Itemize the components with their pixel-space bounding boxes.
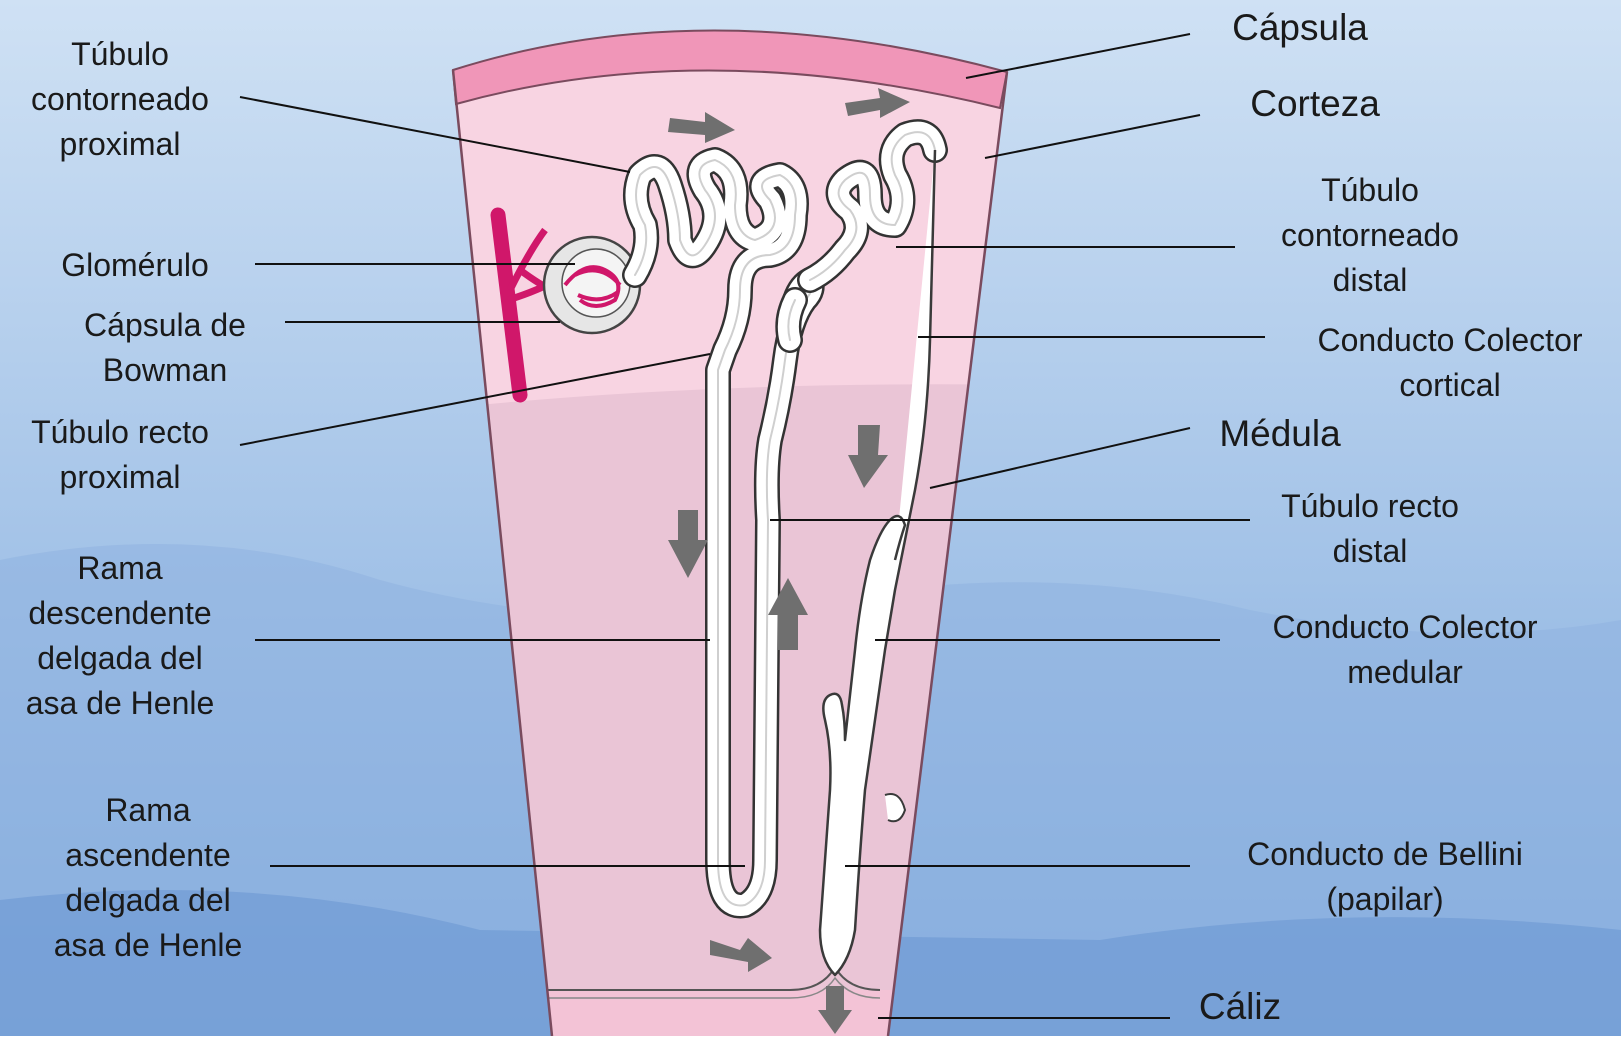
label-tubulo-recto-distal: Túbulo recto distal [1250,484,1490,574]
label-corteza: Corteza [1215,82,1415,126]
label-conducto-colector-medular: Conducto Colector medular [1240,605,1570,695]
label-tubulo-contorneado-proximal: Túbulo contorneado proximal [0,32,240,167]
label-rama-descendente: Rama descendente delgada del asa de Henl… [0,546,240,726]
label-capsula-bowman: Cápsula de Bowman [45,303,285,393]
label-medula: Médula [1180,412,1380,456]
label-rama-ascendente: Rama ascendente delgada del asa de Henle [28,788,268,968]
label-conducto-bellini: Conducto de Bellini (papilar) [1220,832,1550,922]
label-conducto-colector-cortical: Conducto Colector cortical [1285,318,1615,408]
label-caliz: Cáliz [1140,985,1340,1029]
label-tubulo-recto-proximal: Túbulo recto proximal [0,410,240,500]
label-glomerulo: Glomérulo [35,243,235,288]
label-capsula: Cápsula [1200,6,1400,50]
label-tubulo-contorneado-distal: Túbulo contorneado distal [1250,168,1490,303]
